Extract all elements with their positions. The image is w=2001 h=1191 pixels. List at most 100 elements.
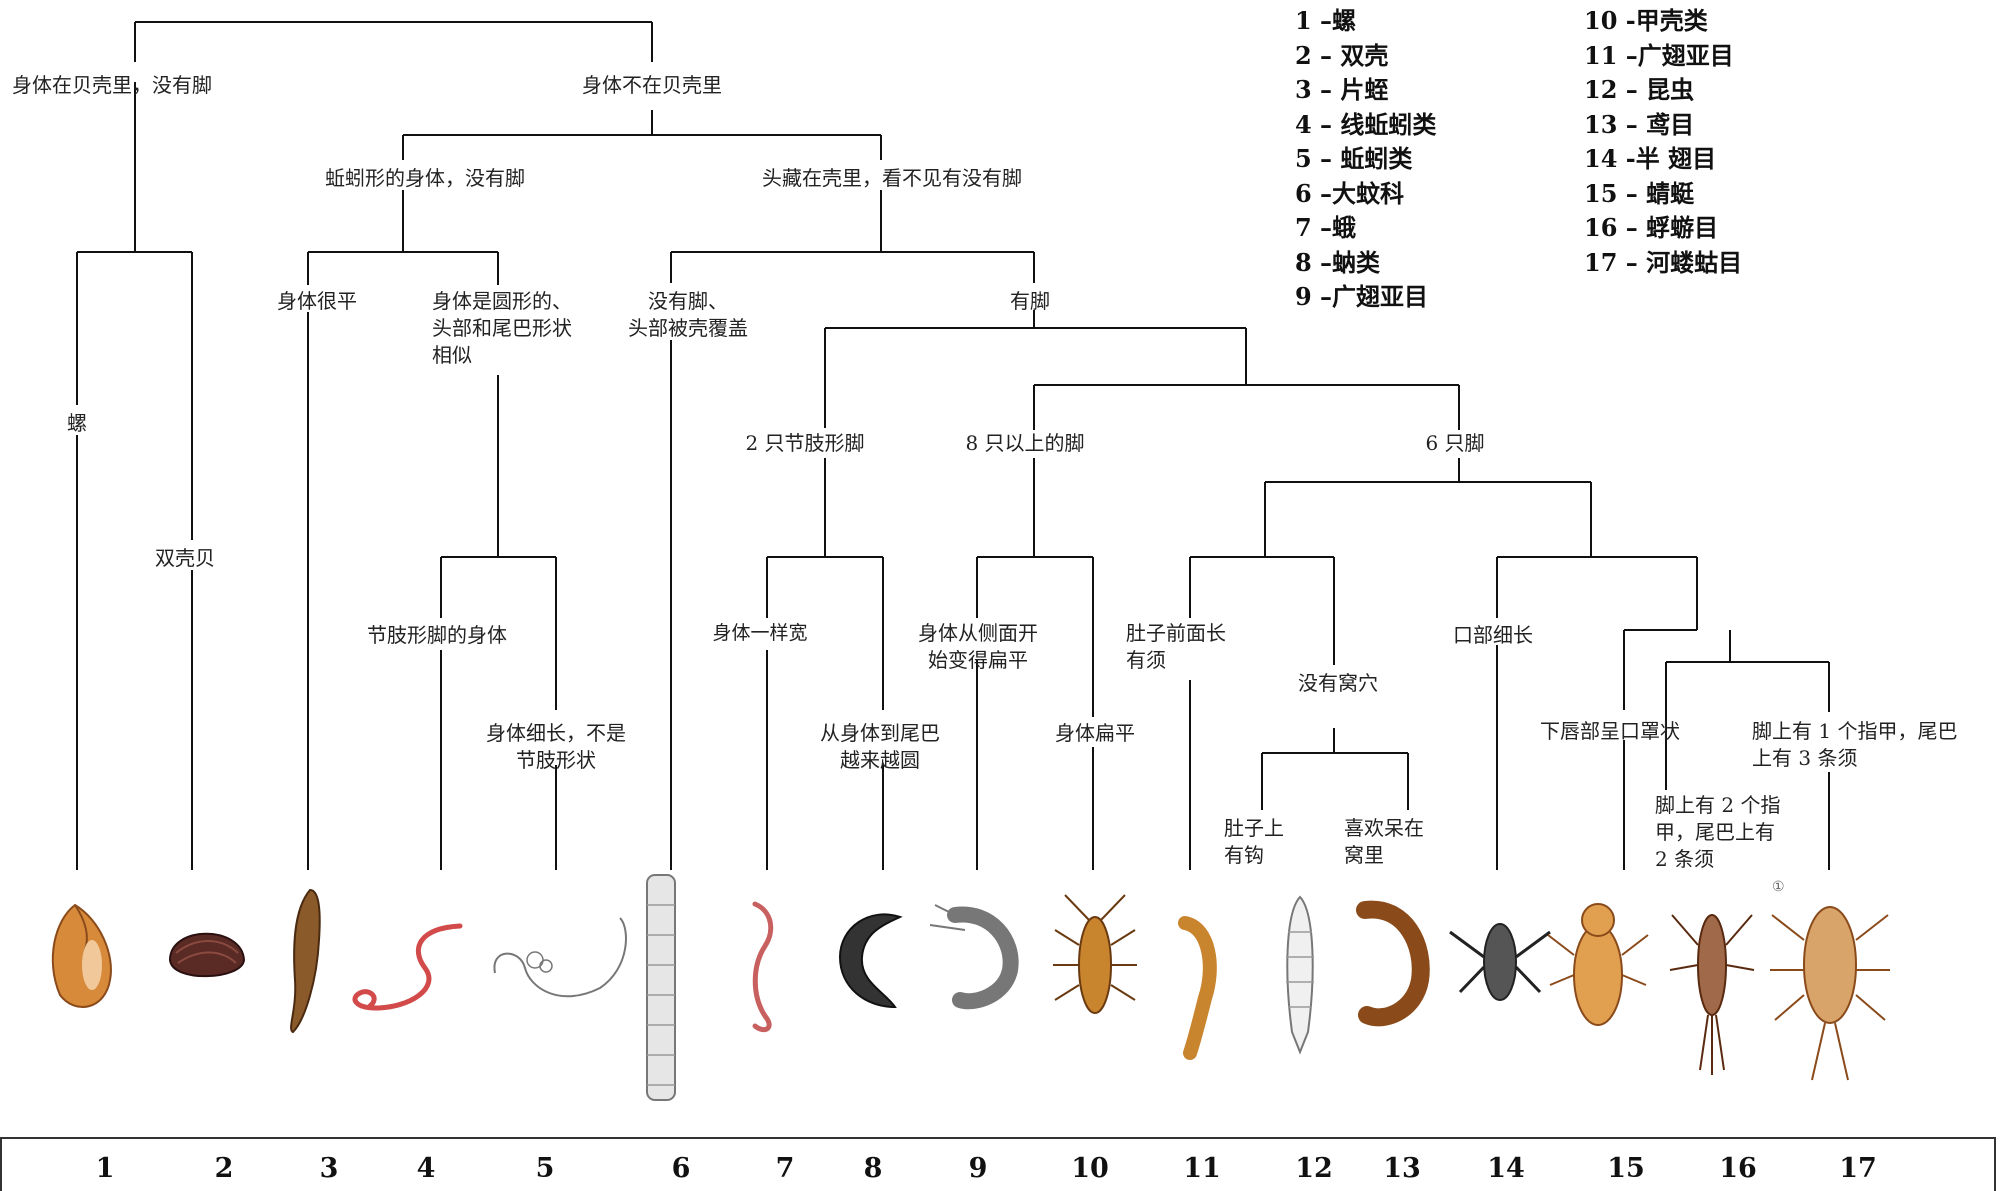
- label-two-jointed-legs: 2 只节肢形脚: [745, 430, 864, 457]
- label-rounder-to-tail-line1: 从身体到尾巴: [820, 720, 940, 747]
- specimen-number-17: 17: [1839, 1153, 1877, 1184]
- label-no-legs-head-covered-line2: 头部被壳覆盖: [628, 315, 748, 342]
- label-slender-body: 身体细长，不是 节肢形状: [486, 720, 626, 774]
- label-flat-body: 身体很平: [277, 288, 357, 315]
- legend-item-12: 12 – 昆虫: [1584, 73, 1742, 108]
- label-flat-body-crustacean: 身体扁平: [1055, 720, 1135, 747]
- mayfly-nymph-illustration: [1670, 915, 1754, 1075]
- label-rounder-to-tail: 从身体到尾巴 越来越圆: [820, 720, 940, 774]
- label-slender-body-line2: 节肢形状: [486, 747, 626, 774]
- legend-item-1: 1 –螺: [1295, 4, 1436, 39]
- specimen-number-5: 5: [536, 1153, 555, 1184]
- moth-larva-illustration: [755, 904, 771, 1030]
- label-belly-whiskers-line1: 肚子前面长: [1126, 620, 1226, 647]
- specimen-number-11: 11: [1183, 1153, 1221, 1184]
- label-no-legs-head-covered: 没有脚、 头部被壳覆盖: [628, 288, 748, 342]
- label-one-claw-line1: 脚上有 1 个指甲，尾巴: [1752, 718, 1957, 745]
- organism-illustrations: [53, 875, 1890, 1100]
- legend-item-10: 10 -甲壳类: [1584, 4, 1742, 39]
- specimen-number-bar: 1 2 3 4 5 6 7 8 9 10 11 12 13 14 15 16 1…: [0, 1137, 1996, 1191]
- blackfly-larva-illustration: [840, 914, 900, 1007]
- label-flattened-from-sides-line2: 始变得扁平: [918, 647, 1038, 674]
- label-uniform-width: 身体一样宽: [712, 620, 807, 647]
- label-flattened-from-sides: 身体从侧面开 始变得扁平: [918, 620, 1038, 674]
- legend-column-2: 10 -甲壳类 11 –广翅亚目 12 – 昆虫 13 – 鸢目 14 -半 翅…: [1584, 4, 1742, 280]
- label-two-claws-line2: 甲，尾巴上有: [1655, 819, 1780, 846]
- specimen-number-9: 9: [969, 1153, 988, 1184]
- label-round-body-line1: 身体是圆形的、: [432, 288, 572, 315]
- legend-item-8: 8 –蚋类: [1295, 246, 1436, 281]
- label-belly-whiskers: 肚子前面长 有须: [1126, 620, 1226, 674]
- legend-item-13: 13 – 鸢目: [1584, 108, 1742, 143]
- clam-illustration: [170, 934, 244, 976]
- specimen-number-3: 3: [320, 1153, 339, 1184]
- legend-item-9: 9 –广翅亚目: [1295, 280, 1436, 315]
- specimen-number-1: 1: [96, 1153, 115, 1184]
- legend-item-6: 6 –大蚊科: [1295, 177, 1436, 212]
- label-body-not-in-shell: 身体不在贝壳里: [582, 72, 722, 99]
- specimen-number-10: 10: [1071, 1153, 1109, 1184]
- label-round-body-line2: 头部和尾巴形状: [432, 315, 572, 342]
- label-likes-burrow-line1: 喜欢呆在: [1344, 815, 1424, 842]
- legend-column-1: 1 –螺 2 – 双壳 3 – 片蛭 4 – 线蚯蚓类 5 – 蚯蚓类 6 –大…: [1295, 4, 1436, 315]
- label-two-claws-line3: 2 条须: [1655, 846, 1780, 873]
- hemiptera-nymph-illustration: [1450, 924, 1550, 1000]
- label-no-legs-head-covered-line1: 没有脚、: [628, 288, 748, 315]
- crustacean-illustration: [1053, 895, 1137, 1013]
- label-eight-plus-legs: 8 只以上的脚: [965, 430, 1084, 457]
- megaloptera-larva-illustration: [930, 905, 1011, 1001]
- label-two-claws-two-tails: 脚上有 2 个指 甲，尾巴上有 2 条须: [1655, 792, 1780, 873]
- label-bivalve: 双壳贝: [155, 545, 215, 572]
- label-body-in-shell-no-legs: 身体在贝壳里，没有脚: [12, 72, 212, 99]
- label-rounder-to-tail-line2: 越来越圆: [820, 747, 940, 774]
- stonefly-nymph-illustration: [1770, 907, 1890, 1080]
- label-belly-hooks: 肚子上 有钩: [1224, 815, 1284, 869]
- label-has-legs: 有脚: [1010, 288, 1050, 315]
- label-flattened-from-sides-line1: 身体从侧面开: [918, 620, 1038, 647]
- specimen-number-4: 4: [417, 1153, 436, 1184]
- specimen-number-15: 15: [1607, 1153, 1645, 1184]
- label-belly-hooks-line2: 有钩: [1224, 842, 1284, 869]
- label-likes-burrow-line2: 窝里: [1344, 842, 1424, 869]
- legend-item-11: 11 –广翅亚目: [1584, 39, 1742, 74]
- legend-item-2: 2 – 双壳: [1295, 39, 1436, 74]
- dragonfly-nymph-illustration: [1548, 904, 1648, 1025]
- legend-item-5: 5 – 蚯蚓类: [1295, 142, 1436, 177]
- label-lower-lip-mask: 下唇部呈口罩状: [1540, 718, 1680, 745]
- cranefly-larva-illustration: [647, 875, 675, 1100]
- legend-item-4: 4 – 线蚯蚓类: [1295, 108, 1436, 143]
- alderfly-larva-illustration: [1185, 923, 1210, 1053]
- leech-illustration: [291, 890, 320, 1032]
- label-two-claws-line1: 脚上有 2 个指: [1655, 792, 1780, 819]
- label-belly-whiskers-line2: 有须: [1126, 647, 1226, 674]
- specimen-number-2: 2: [215, 1153, 234, 1184]
- label-snail: 螺: [67, 410, 87, 437]
- legend-item-7: 7 –蛾: [1295, 211, 1436, 246]
- specimen-number-6: 6: [672, 1153, 691, 1184]
- label-segmented-body: 节肢形脚的身体: [367, 622, 507, 649]
- earthworm-illustration: [494, 918, 626, 996]
- label-slender-body-line1: 身体细长，不是: [486, 720, 626, 747]
- caddisfly-case-larva-illustration: [1365, 910, 1421, 1018]
- label-six-legs: 6 只脚: [1425, 430, 1484, 457]
- specimen-number-7: 7: [776, 1153, 795, 1184]
- label-worm-shaped-no-legs: 蚯蚓形的身体，没有脚: [325, 165, 525, 192]
- circled-one-mark: ①: [1772, 874, 1785, 901]
- label-belly-hooks-line1: 肚子上: [1224, 815, 1284, 842]
- legend-item-3: 3 – 片蛭: [1295, 73, 1436, 108]
- label-likes-burrow: 喜欢呆在 窝里: [1344, 815, 1424, 869]
- specimen-number-8: 8: [864, 1153, 883, 1184]
- specimen-number-16: 16: [1719, 1153, 1757, 1184]
- snail-illustration: [53, 905, 111, 1007]
- legend-item-17: 17 – 河蝼蛄目: [1584, 246, 1742, 281]
- label-head-hidden-in-shell: 头藏在壳里，看不见有没有脚: [762, 165, 1022, 192]
- caddisfly-larva-illustration: [1286, 897, 1314, 1052]
- legend-item-16: 16 – 蜉蝣目: [1584, 211, 1742, 246]
- specimen-number-13: 13: [1383, 1153, 1421, 1184]
- label-no-burrow: 没有窝穴: [1298, 670, 1378, 697]
- legend-item-14: 14 -半 翅目: [1584, 142, 1742, 177]
- thread-worm-illustration: [355, 926, 460, 1008]
- specimen-number-14: 14: [1487, 1153, 1525, 1184]
- legend-item-15: 15 – 蜻蜓: [1584, 177, 1742, 212]
- specimen-number-12: 12: [1295, 1153, 1333, 1184]
